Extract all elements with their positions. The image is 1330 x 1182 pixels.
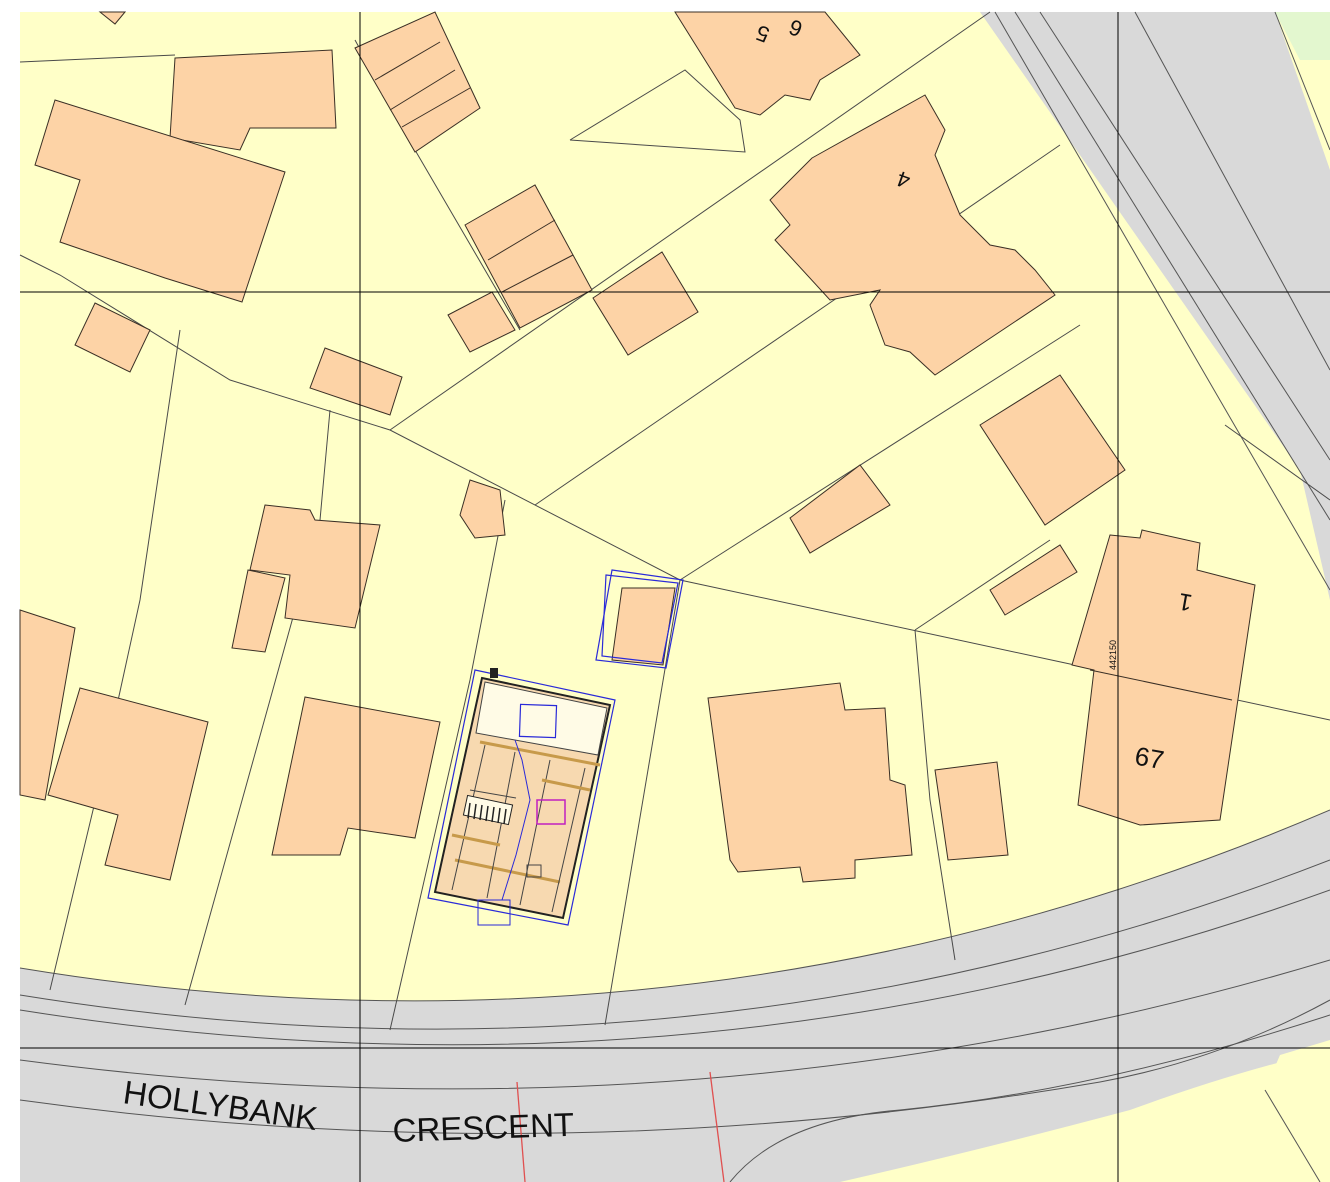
road-edge-line xyxy=(1274,11,1330,151)
proposed-bathroom xyxy=(536,799,566,825)
building-number-5 xyxy=(674,11,861,116)
boundary-red-line xyxy=(709,1071,725,1182)
building xyxy=(249,504,381,629)
proposed-porch xyxy=(477,899,511,926)
proposed-rooflight xyxy=(518,703,558,739)
building xyxy=(707,682,913,883)
building xyxy=(789,464,891,554)
building xyxy=(74,302,151,373)
boundary-red-line xyxy=(516,1081,526,1182)
road-edge-line xyxy=(1014,11,1330,521)
proposed-house-outline xyxy=(427,669,616,926)
road-kerb-line xyxy=(19,959,1330,1090)
building xyxy=(354,11,481,153)
house-number-1: 1 xyxy=(1176,587,1194,616)
diagonal-road xyxy=(980,12,1330,600)
ordnance-grid xyxy=(20,12,1330,1182)
road-kerb-line xyxy=(19,809,1330,1002)
building xyxy=(592,251,699,356)
garage-outline xyxy=(595,569,684,669)
street-label-crescent: CRESCENT xyxy=(392,1106,575,1149)
road-kerb-line xyxy=(19,999,1330,1134)
buildings xyxy=(19,11,1256,883)
road-kerb-line xyxy=(1264,1089,1321,1182)
garage-outline-inner xyxy=(601,574,679,664)
building xyxy=(447,291,516,353)
building xyxy=(231,569,286,653)
road-kerb-line xyxy=(19,859,1330,1030)
road-kerb-line xyxy=(729,1014,1330,1182)
building xyxy=(19,609,76,801)
road-kerb-line xyxy=(19,889,1330,1046)
building xyxy=(979,374,1126,526)
building xyxy=(989,544,1078,616)
map-area: HOLLYBANK CRESCENT 5 6 4 1 67 442150 xyxy=(19,11,1330,1182)
house-number-67: 67 xyxy=(1133,741,1167,776)
building xyxy=(934,761,1009,861)
building xyxy=(47,687,209,881)
building-number-4 xyxy=(769,94,1056,376)
proposed-patio xyxy=(475,681,608,756)
road-edge-line xyxy=(1134,11,1330,371)
grid-reference-label: 442150 xyxy=(1108,640,1118,670)
road-edge-line xyxy=(1039,11,1330,461)
hollybank-crescent-road xyxy=(20,810,1330,1182)
building xyxy=(309,347,403,416)
road-edge-line xyxy=(994,11,1330,591)
building xyxy=(34,99,286,303)
proposed-flue xyxy=(490,668,498,678)
building xyxy=(98,11,127,25)
park-area xyxy=(1275,12,1330,60)
land-area-corner xyxy=(1250,1040,1330,1182)
building xyxy=(271,696,441,856)
garage-building xyxy=(611,587,676,666)
building xyxy=(459,479,506,539)
proposed-development xyxy=(427,569,684,926)
